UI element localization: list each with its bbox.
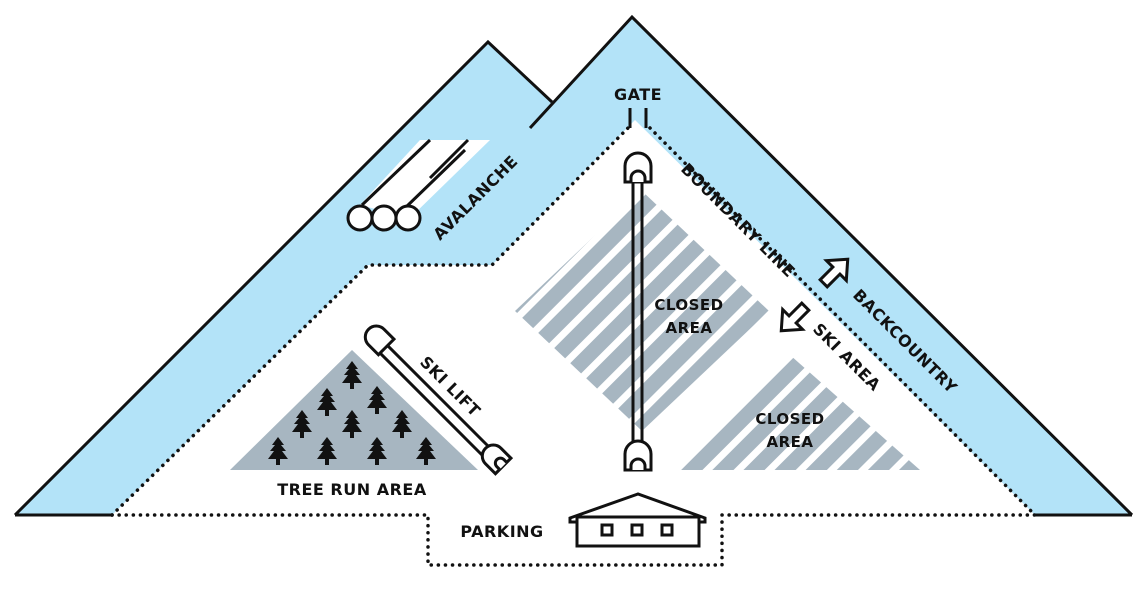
lift-terminal-icon <box>623 151 653 184</box>
pine-tree-icon <box>292 410 312 438</box>
pine-tree-icon <box>367 437 387 465</box>
closed-area-2-label-line1: CLOSED <box>755 410 824 428</box>
lift-terminal-icon <box>363 324 397 357</box>
boundary-line <box>110 126 1037 567</box>
pine-tree-icon <box>367 386 387 414</box>
pine-tree-icon <box>317 437 337 465</box>
mountain-outline <box>13 14 1134 517</box>
pine-tree-icon <box>268 361 436 465</box>
lift-terminal-icon <box>623 439 653 472</box>
gate-label: GATE <box>614 85 662 104</box>
pine-tree-icon <box>268 437 288 465</box>
pine-tree-icon <box>342 410 362 438</box>
closed-area-1-label-line2: AREA <box>665 319 712 337</box>
closed-area-2-label-line2: AREA <box>766 433 813 451</box>
closed-area-1-label-line1: CLOSED <box>654 296 723 314</box>
pine-tree-icon <box>416 437 436 465</box>
ski-lift <box>363 324 514 476</box>
gate-marker <box>628 108 648 128</box>
tree-run-area-label: TREE RUN AREA <box>277 480 427 499</box>
pine-tree-icon <box>317 388 337 416</box>
tree-run-area <box>230 350 478 470</box>
lift-terminal-icon <box>480 443 514 476</box>
main-lift <box>623 151 653 472</box>
direction-arrow-icon <box>779 257 850 333</box>
avalanche-icon <box>346 138 490 232</box>
lodge-building-icon <box>568 492 707 548</box>
parking-label: PARKING <box>460 522 543 541</box>
pine-tree-icon <box>392 410 412 438</box>
pine-tree-icon <box>342 361 362 389</box>
